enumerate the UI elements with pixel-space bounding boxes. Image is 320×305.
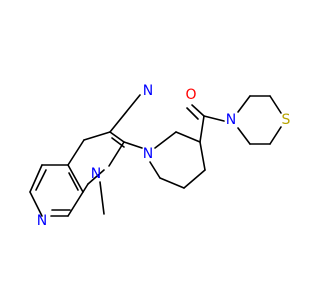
- bond-thio-4: [269, 126, 282, 145]
- bond-im-1: [67, 139, 85, 166]
- bond-im-7: [123, 141, 143, 149]
- bond-pip-2: [175, 131, 201, 143]
- bond-pyr-5: [67, 191, 84, 217]
- bond-thio-3: [269, 95, 282, 114]
- bond-pyr-d2: [68, 172, 79, 191]
- bond-thio-1: [237, 95, 251, 113]
- bond-pyr-4: [67, 164, 84, 193]
- molecule-canvas: N N N N O N S: [29, 83, 291, 229]
- bond-methyl: [99, 181, 105, 215]
- bond-co-2: [191, 104, 205, 117]
- bonds: [29, 94, 282, 217]
- bond-im-5: [87, 169, 105, 185]
- atom-n-imidazole-top: N: [143, 83, 153, 99]
- atom-n-piperidine: N: [143, 146, 153, 162]
- atom-sulfur: S: [282, 112, 291, 128]
- atom-n-thiomorpholine: N: [226, 112, 236, 128]
- bond-pyr-1: [29, 191, 43, 217]
- bond-co-3: [186, 107, 199, 120]
- bond-im-3: [109, 131, 125, 143]
- bond-pip-6: [149, 161, 161, 179]
- bond-thio-6: [237, 127, 251, 145]
- atom-n-pyridine: N: [37, 213, 47, 229]
- bond-pip-4: [183, 169, 206, 189]
- bond-co-1: [199, 115, 205, 143]
- atom-labels: N N N N O N S: [37, 83, 291, 229]
- atom-oxygen: O: [185, 87, 196, 103]
- bond-pip-1: [154, 131, 177, 149]
- bond-im-4: [108, 141, 125, 167]
- molecule-structure: N N N N O N S: [29, 83, 291, 229]
- bond-pip-5: [159, 177, 185, 189]
- atom-n-methyl: N: [91, 166, 101, 182]
- bond-pyr-2: [29, 164, 43, 193]
- bond-im-top: [109, 94, 141, 133]
- bond-pyr-d1: [35, 169, 47, 191]
- bond-im-2: [83, 131, 111, 141]
- bond-pip-3: [199, 141, 206, 171]
- bond-co-4: [203, 115, 225, 122]
- bond-im-6: [82, 183, 89, 193]
